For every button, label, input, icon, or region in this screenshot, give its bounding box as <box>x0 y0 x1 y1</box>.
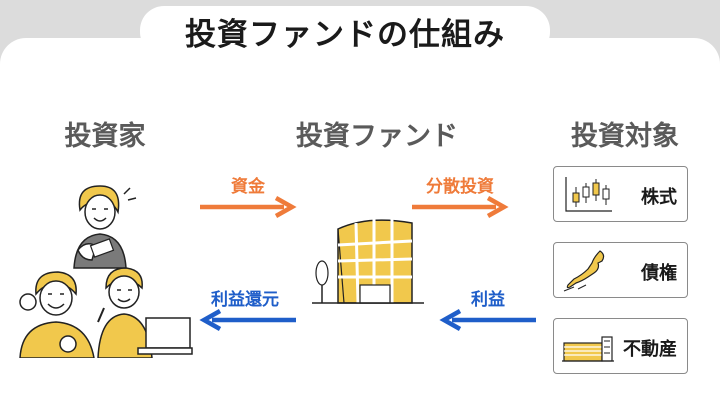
investment-arrow <box>412 196 509 218</box>
japan-map-icon <box>563 250 605 292</box>
fund-heading: 投資ファンド <box>296 121 458 152</box>
profit-return-label: 利益還元 <box>211 290 279 310</box>
fund-building-icon <box>312 219 424 304</box>
capital-arrow <box>200 196 297 218</box>
candlestick-chart-icon <box>565 177 612 212</box>
target-bond-box: 債権 <box>553 242 688 298</box>
capital-label: 資金 <box>231 177 265 197</box>
investors-group-icon <box>19 267 193 358</box>
title-banner: 投資ファンドの仕組み <box>140 6 550 56</box>
profit-arrow <box>439 309 536 331</box>
target-real-estate-label: 不動産 <box>623 339 677 360</box>
investment-label: 分散投資 <box>426 177 494 197</box>
profit-label: 利益 <box>471 290 505 310</box>
investor-rich-icon <box>73 185 137 269</box>
target-real-estate-box: 不動産 <box>553 318 688 374</box>
profit-return-arrow <box>199 309 296 331</box>
target-heading: 投資対象 <box>571 121 679 152</box>
target-stock-box: 株式 <box>553 166 688 222</box>
target-bond-label: 債権 <box>641 263 677 284</box>
page-title: 投資ファンドの仕組み <box>185 16 505 53</box>
investor-heading: 投資家 <box>64 121 146 152</box>
target-stock-label: 株式 <box>641 187 677 208</box>
building-icon <box>562 336 614 362</box>
